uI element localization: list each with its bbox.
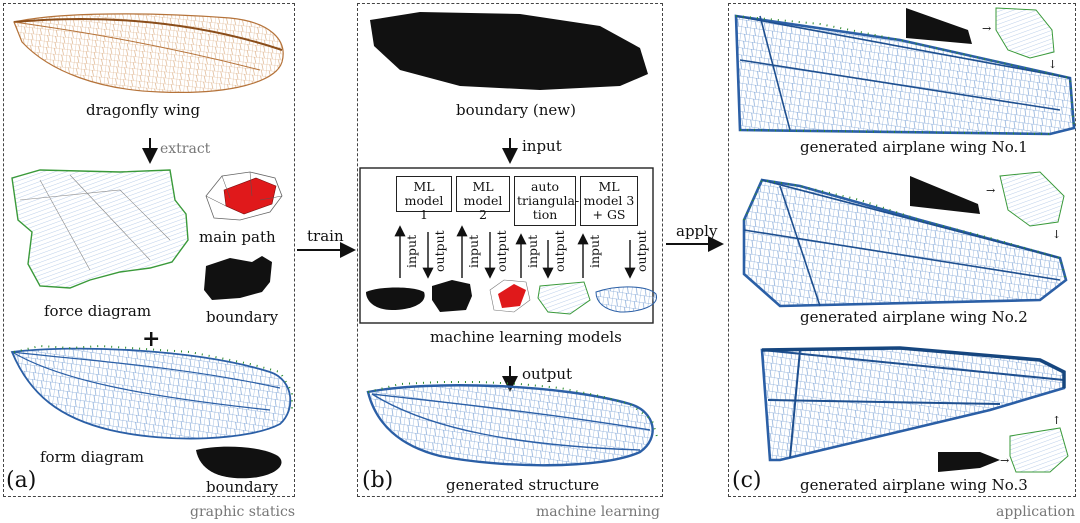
plus-sign: + (142, 326, 161, 352)
ml-models-caption: machine learning models (430, 328, 622, 346)
boundary-shape-bottom (196, 446, 282, 479)
wing-1-small-arrow-right: → (982, 22, 991, 35)
boundary-new-label: boundary (new) (456, 101, 576, 119)
force-diagram-label: force diagram (44, 302, 152, 320)
dragonfly-wing-image (13, 13, 284, 94)
ml-form-icon (595, 286, 657, 313)
ml-main-path-icon (489, 279, 531, 313)
airplane-wing-1-image (734, 14, 1076, 136)
wing-2-form-icon (999, 171, 1065, 227)
ml-models-box (359, 167, 654, 324)
panel-c-letter: (c) (732, 468, 762, 493)
wing-3-small-arrow-up: ↑ (1052, 414, 1061, 427)
boundary-label-top: boundary (206, 308, 279, 326)
train-label: train (307, 227, 344, 245)
apply-label: apply (676, 222, 718, 240)
panel-machine-learning (357, 3, 663, 497)
wing-1-small-arrow-down: ↓ (1048, 58, 1057, 71)
boundary-label-bottom: boundary (206, 478, 279, 496)
output-label: output (522, 365, 573, 383)
wing-2-small-arrow-down: ↓ (1052, 228, 1061, 241)
generated-structure-image (366, 381, 659, 467)
wing-3-small-arrow-right: → (1000, 454, 1009, 467)
wing-3-boundary-icon (938, 452, 1000, 472)
panel-b-footer: machine learning (536, 504, 660, 520)
ml-io-arrows (394, 225, 636, 279)
airplane-wing-2-image (742, 178, 1068, 308)
generated-structure-label: generated structure (446, 476, 600, 494)
wing-3-form-icon (1009, 427, 1069, 473)
boundary-new-shape (370, 12, 648, 90)
ml-boundary-icon (366, 287, 425, 310)
dragonfly-wing-label: dragonfly wing (86, 101, 201, 119)
main-path-label: main path (199, 228, 276, 246)
input-label: input (522, 137, 562, 155)
force-diagram-image (11, 169, 189, 289)
airplane-wing-3-image (760, 346, 1066, 462)
panel-a-letter: (a) (6, 468, 37, 493)
boundary-shape-small (204, 256, 272, 300)
panel-graphic-statics (3, 3, 295, 497)
wing-1-form-icon (995, 7, 1055, 59)
panel-a-footer: graphic statics (190, 504, 296, 520)
wing-1-boundary-icon (906, 8, 972, 44)
main-path-image (205, 171, 283, 221)
wing-2-small-arrow-right: → (986, 184, 995, 197)
wing-3-label: generated airplane wing No.3 (800, 476, 1028, 494)
ml-boundary-icon-2 (432, 280, 472, 312)
extract-label: extract (160, 141, 211, 157)
panel-b-letter: (b) (362, 468, 394, 493)
wing-2-label: generated airplane wing No.2 (800, 308, 1028, 326)
form-diagram-image (10, 344, 293, 440)
panel-application (728, 3, 1076, 497)
wing-1-label: generated airplane wing No.1 (800, 138, 1028, 156)
panel-c-footer: application (996, 504, 1075, 520)
wing-2-boundary-icon (910, 176, 980, 214)
form-diagram-label: form diagram (40, 448, 145, 466)
ml-triangulation-icon (537, 281, 591, 315)
